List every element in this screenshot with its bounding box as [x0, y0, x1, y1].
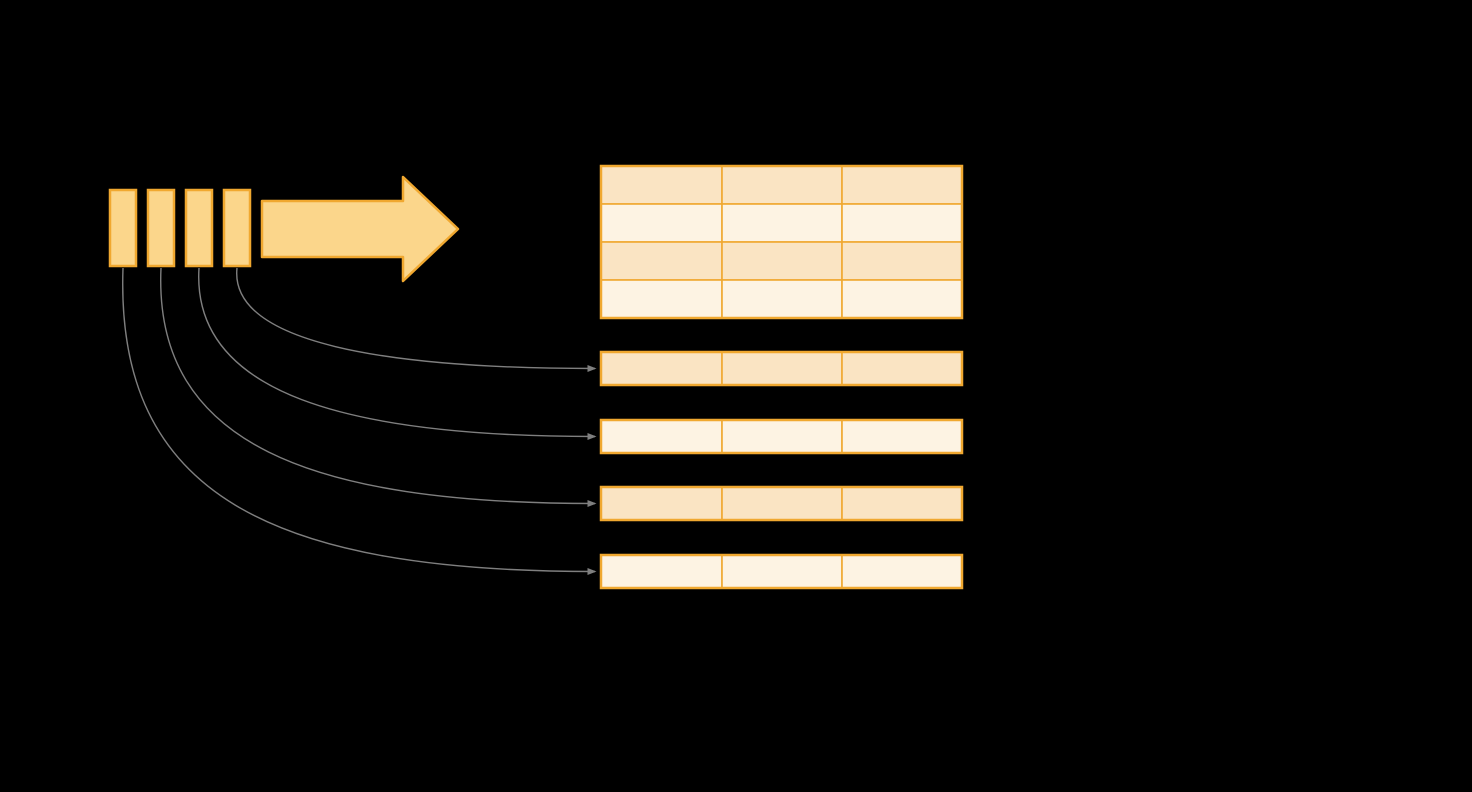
table-cell: [721, 351, 843, 386]
row-table: [599, 485, 964, 522]
row-table: [599, 350, 964, 387]
table-cell: [600, 203, 723, 243]
table-cell: [600, 241, 723, 281]
table-cell: [721, 241, 843, 281]
table-cell: [600, 486, 723, 521]
table-cell: [600, 351, 723, 386]
stream-bar: [184, 188, 214, 268]
table-cell: [841, 351, 963, 386]
table-cell: [841, 241, 963, 281]
table-cell: [721, 419, 843, 454]
stream-bar: [108, 188, 138, 268]
table-border: [599, 164, 964, 320]
flow-arrow: [260, 175, 460, 283]
table-cell: [600, 554, 723, 589]
table-border: [599, 350, 964, 387]
table-border: [599, 553, 964, 590]
stream-bar: [222, 188, 252, 268]
table-cell: [600, 165, 723, 205]
table-cell: [721, 279, 843, 319]
connector-arrow: [236, 267, 597, 372]
stream-bar: [146, 188, 176, 268]
table-cell: [841, 486, 963, 521]
table-border: [599, 418, 964, 455]
row-table: [599, 418, 964, 455]
connector-arrow: [198, 267, 597, 440]
table-cell: [841, 554, 963, 589]
table-border: [599, 485, 964, 522]
table-cell: [721, 486, 843, 521]
table-cell: [721, 203, 843, 243]
table-cell: [841, 165, 963, 205]
table-cell: [721, 165, 843, 205]
table-cell: [600, 279, 723, 319]
table-cell: [841, 419, 963, 454]
connector-arrow: [160, 267, 597, 507]
table-cell: [721, 554, 843, 589]
connectors-group: [122, 267, 597, 575]
table-cell: [600, 419, 723, 454]
main-table: [599, 164, 964, 320]
table-cell: [841, 279, 963, 319]
connector-arrow: [122, 267, 597, 575]
stream-bars-group: [108, 188, 252, 268]
table-cell: [841, 203, 963, 243]
row-table: [599, 553, 964, 590]
